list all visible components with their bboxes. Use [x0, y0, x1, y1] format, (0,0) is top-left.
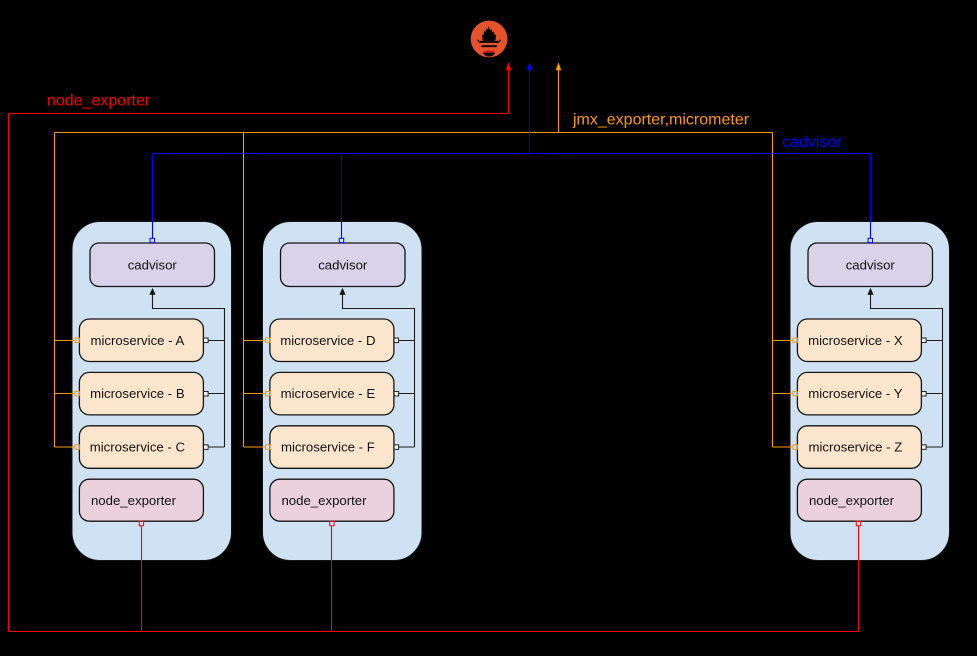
svg-text:microservice - B: microservice - B [90, 386, 185, 401]
svg-text:microservice - Y: microservice - Y [808, 386, 902, 401]
svg-text:microservice - C: microservice - C [90, 440, 186, 455]
svg-text:microservice - A: microservice - A [91, 333, 185, 348]
svg-text:node_exporter: node_exporter [91, 493, 177, 508]
svg-text:node_exporter: node_exporter [47, 93, 151, 110]
svg-text:microservice - F: microservice - F [281, 440, 375, 455]
svg-text:microservice - X: microservice - X [808, 333, 903, 348]
svg-text:cadvisor: cadvisor [318, 258, 368, 273]
svg-text:node_exporter: node_exporter [281, 493, 367, 508]
svg-text:cadvisor: cadvisor [782, 134, 842, 151]
svg-text:cadvisor: cadvisor [128, 258, 178, 273]
svg-text:jmx_exporter,micrometer: jmx_exporter,micrometer [572, 112, 750, 129]
svg-text:node_exporter: node_exporter [809, 493, 895, 508]
svg-text:microservice - D: microservice - D [280, 333, 375, 348]
svg-text:microservice - E: microservice - E [281, 386, 376, 401]
svg-text:microservice - Z: microservice - Z [809, 440, 903, 455]
svg-text:cadvisor: cadvisor [846, 258, 896, 273]
